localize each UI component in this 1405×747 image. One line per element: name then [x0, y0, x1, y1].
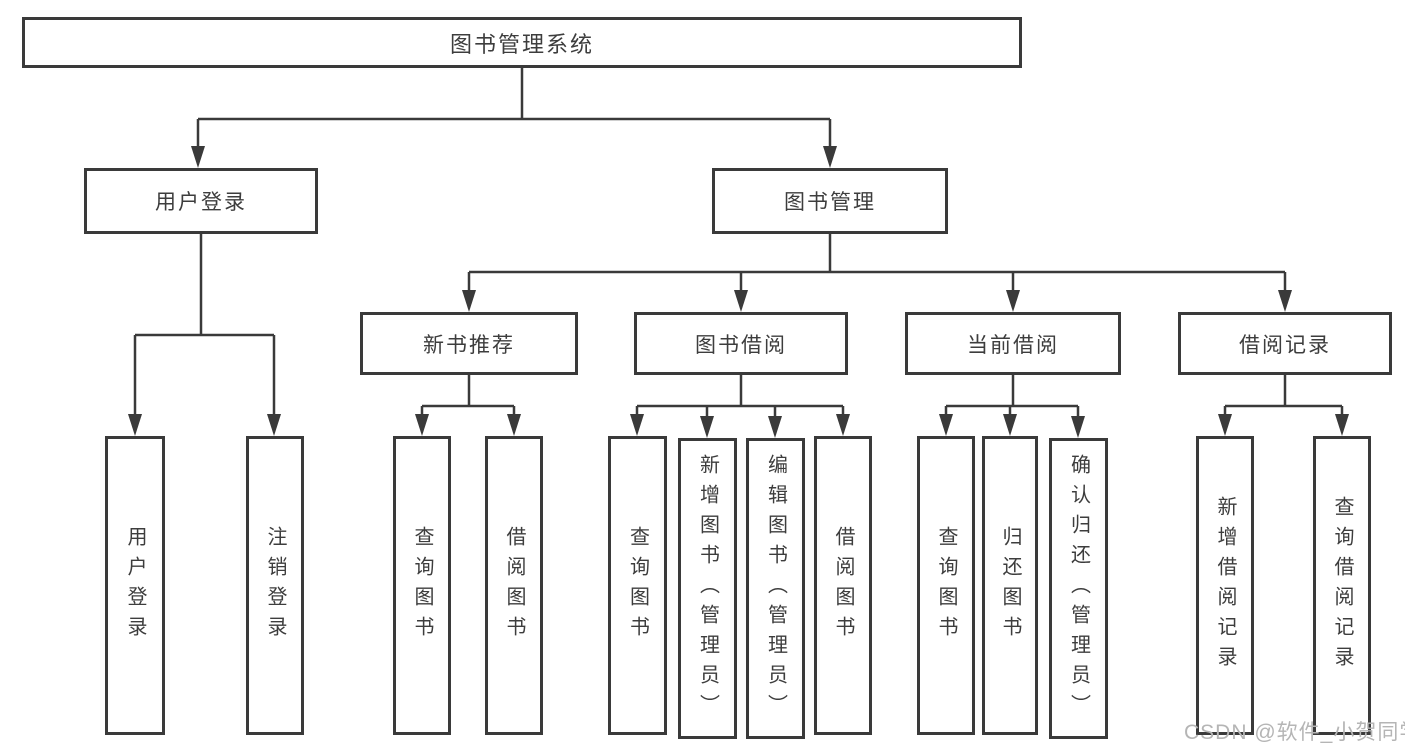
connector-book-borrowing-to-leaves: [635, 375, 845, 422]
connector-borrowing-records-to-leaves: [1223, 375, 1344, 420]
connector-new-book-recommend-to-leaves: [420, 375, 516, 420]
node-box-return-books: 归还图书: [982, 436, 1038, 735]
node-box-user-login: 用户登录: [84, 168, 318, 234]
node-label-query-books-a: 查询图书: [411, 525, 433, 646]
node-label-new-book-recommend: 新书推荐: [423, 333, 515, 357]
node-box-book-management: 图书管理: [712, 168, 948, 234]
node-box-add-books-admin: 新增图书（管理员）: [678, 438, 737, 739]
node-box-borrowing-records: 借阅记录: [1178, 312, 1392, 375]
node-label-book-borrowing: 图书借阅: [695, 333, 787, 357]
node-label-edit-books-admin: 编辑图书（管理员）: [764, 453, 787, 724]
node-box-add-borrow-record: 新增借阅记录: [1196, 436, 1254, 735]
arrowheads: [128, 146, 1349, 438]
csdn-watermark: CSDN @软件_小贺同学: [1184, 721, 1405, 744]
node-box-root: 图书管理系统: [22, 17, 1022, 68]
connector-user-login-to-leaves: [133, 234, 276, 418]
node-box-query-books-b: 查询图书: [608, 436, 667, 735]
node-label-borrow-books-b: 借阅图书: [832, 525, 854, 646]
node-box-user-login-leaf: 用户登录: [105, 436, 165, 735]
node-label-logout-leaf: 注销登录: [264, 525, 286, 646]
node-label-root: 图书管理系统: [449, 31, 594, 57]
node-box-edit-books-admin: 编辑图书（管理员）: [746, 438, 805, 739]
node-label-confirm-return-admin: 确认归还（管理员）: [1067, 453, 1090, 724]
node-label-user-login: 用户登录: [155, 191, 247, 214]
node-label-book-management: 图书管理: [784, 191, 876, 214]
node-box-borrow-books-a: 借阅图书: [485, 436, 543, 735]
node-box-book-borrowing: 图书借阅: [634, 312, 848, 375]
node-box-borrow-books-b: 借阅图书: [814, 436, 872, 735]
node-box-confirm-return-admin: 确认归还（管理员）: [1049, 438, 1108, 739]
node-label-add-books-admin: 新增图书（管理员）: [696, 453, 719, 724]
connector-root-to-level2: [196, 68, 832, 150]
node-box-logout-leaf: 注销登录: [246, 436, 304, 735]
node-box-current-borrowing: 当前借阅: [905, 312, 1121, 375]
connector-book-management-to-level3: [467, 234, 1287, 294]
connector-current-borrowing-to-leaves: [944, 375, 1080, 422]
node-label-add-borrow-record: 新增借阅记录: [1214, 495, 1236, 676]
node-label-query-books-b: 查询图书: [626, 525, 649, 646]
node-label-query-books-c: 查询图书: [935, 525, 957, 646]
node-box-query-books-c: 查询图书: [917, 436, 975, 735]
node-box-query-books-a: 查询图书: [393, 436, 451, 735]
node-box-new-book-recommend: 新书推荐: [360, 312, 578, 375]
node-label-borrow-books-a: 借阅图书: [503, 525, 525, 646]
node-label-query-borrow-record: 查询借阅记录: [1331, 495, 1353, 676]
node-box-query-borrow-record: 查询借阅记录: [1313, 436, 1371, 735]
node-label-current-borrowing: 当前借阅: [967, 333, 1059, 357]
node-label-user-login-leaf: 用户登录: [124, 525, 146, 646]
node-label-return-books: 归还图书: [999, 525, 1021, 646]
node-label-borrowing-records: 借阅记录: [1239, 333, 1331, 357]
